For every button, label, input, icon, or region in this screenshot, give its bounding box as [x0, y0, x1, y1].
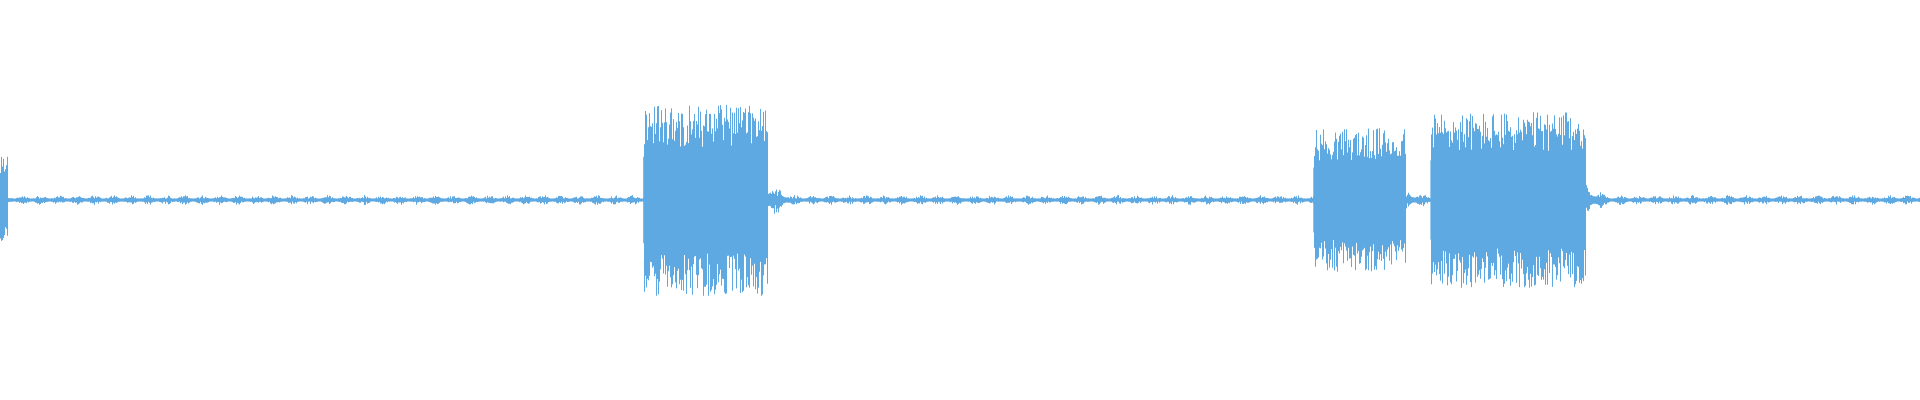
- waveform-samples: [0, 104, 1920, 296]
